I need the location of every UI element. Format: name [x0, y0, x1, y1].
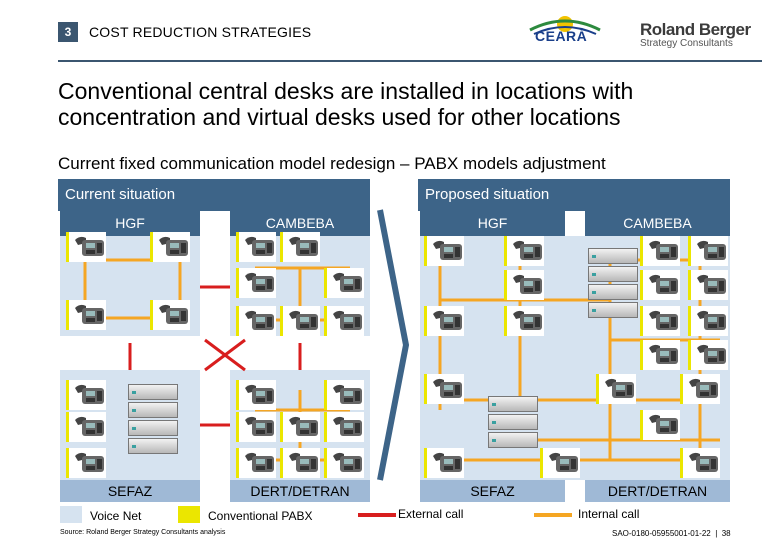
chevron-right-icon — [377, 209, 410, 481]
desk-phone-icon — [236, 232, 276, 262]
desk-phone-icon — [640, 236, 680, 266]
desk-phone-icon — [640, 410, 680, 440]
desk-phone-icon — [280, 412, 320, 442]
desk-phone-icon — [324, 306, 364, 336]
desk-phone-icon — [640, 306, 680, 336]
desk-phone-icon — [680, 448, 720, 478]
legend-voice-net-swatch — [60, 506, 82, 523]
desk-phone-icon — [688, 306, 728, 336]
section-title: COST REDUCTION STRATEGIES — [89, 24, 312, 40]
desk-phone-icon — [280, 232, 320, 262]
desk-phone-icon — [66, 448, 106, 478]
current-situation-title: Current situation — [65, 186, 176, 203]
proposed-situation-title: Proposed situation — [425, 186, 550, 203]
desk-phone-icon — [324, 268, 364, 298]
pabx-server-icon — [128, 384, 178, 456]
desk-phone-icon — [424, 236, 464, 266]
desk-phone-icon — [424, 374, 464, 404]
legend-voice-net-label: Voice Net — [90, 509, 142, 523]
desk-phone-icon — [150, 232, 190, 262]
desk-phone-icon — [504, 236, 544, 266]
desk-phone-icon — [236, 448, 276, 478]
desk-phone-icon — [236, 306, 276, 336]
desk-phone-icon — [688, 270, 728, 300]
doc-id-code: SAO-0180-05955001-01-22 — [612, 529, 711, 538]
desk-phone-icon — [150, 300, 190, 330]
page-number: 38 — [721, 529, 731, 538]
source-note: Source: Roland Berger Strategy Consultan… — [60, 529, 226, 536]
desk-phone-icon — [688, 236, 728, 266]
desk-phone-icon — [66, 300, 106, 330]
pabx-server-icon — [588, 248, 638, 320]
rb-logo-tagline: Strategy Consultants — [640, 38, 733, 49]
proposed-situation-bar: Proposed situation — [418, 179, 730, 211]
desk-phone-icon — [236, 380, 276, 410]
proposed-zone-dert-label: DERT/DETRAN — [585, 480, 730, 502]
desk-phone-icon — [540, 448, 580, 478]
desk-phone-icon — [424, 306, 464, 336]
ceara-logo-text: CEARÁ — [535, 28, 588, 44]
current-zone-cambeba-header: CAMBEBA — [230, 210, 370, 236]
ceara-logo — [520, 10, 610, 52]
desk-phone-icon — [236, 268, 276, 298]
desk-phone-icon — [66, 412, 106, 442]
desk-phone-icon — [280, 306, 320, 336]
legend-pabx-label: Conventional PABX — [208, 509, 313, 523]
legend-external-label: External call — [398, 507, 464, 521]
page-subtitle: Current fixed communication model redesi… — [58, 154, 606, 173]
current-zone-sefaz-label: SEFAZ — [60, 480, 200, 502]
desk-phone-icon — [640, 340, 680, 370]
desk-phone-icon — [680, 374, 720, 404]
doc-id: SAO-0180-05955001-01-22 | 38 — [612, 529, 731, 538]
desk-phone-icon — [66, 380, 106, 410]
legend-internal-label: Internal call — [578, 507, 640, 521]
current-zone-hgf-header: HGF — [60, 210, 200, 236]
pabx-server-icon — [488, 396, 538, 450]
desk-phone-icon — [324, 448, 364, 478]
current-situation-bar: Current situation — [58, 179, 370, 211]
desk-phone-icon — [688, 340, 728, 370]
desk-phone-icon — [66, 232, 106, 262]
rb-logo-name: Roland Berger — [640, 20, 751, 39]
desk-phone-icon — [280, 448, 320, 478]
proposed-zone-cambeba-header: CAMBEBA — [585, 210, 730, 236]
desk-phone-icon — [324, 380, 364, 410]
desk-phone-icon — [424, 448, 464, 478]
desk-phone-icon — [324, 412, 364, 442]
legend-internal-line — [534, 513, 572, 517]
proposed-zone-hgf-header: HGF — [420, 210, 565, 236]
desk-phone-icon — [504, 306, 544, 336]
section-number: 3 — [58, 22, 78, 42]
proposed-zone-sefaz-label: SEFAZ — [420, 480, 565, 502]
desk-phone-icon — [236, 412, 276, 442]
legend-pabx-swatch — [178, 506, 200, 523]
ceara-logo-mark-icon — [529, 16, 601, 35]
desk-phone-icon — [640, 270, 680, 300]
desk-phone-icon — [596, 374, 636, 404]
legend-external-line — [358, 513, 396, 517]
doc-id-separator: | — [712, 529, 722, 538]
desk-phone-icon — [504, 270, 544, 300]
header-rule — [58, 60, 762, 62]
current-zone-dert-label: DERT/DETRAN — [230, 480, 370, 502]
page-title: Conventional central desks are installed… — [58, 78, 634, 130]
